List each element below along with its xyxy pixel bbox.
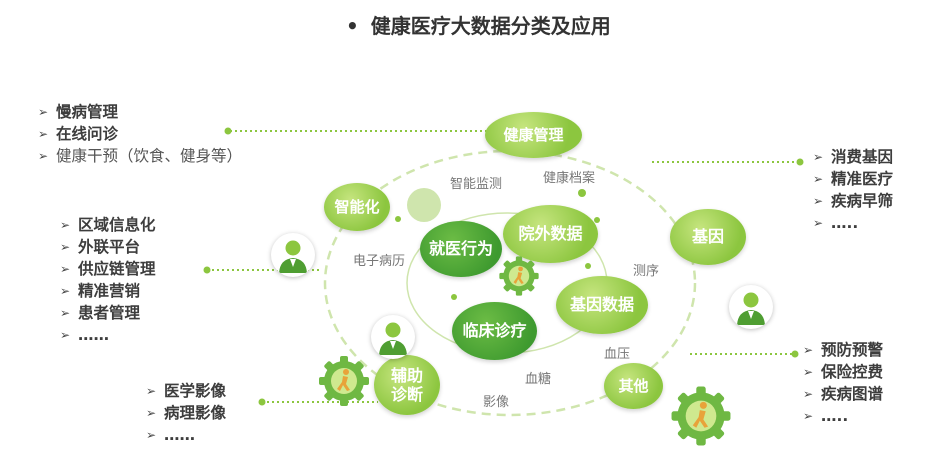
list-item: ➢ …… (146, 424, 226, 446)
connector-dot (796, 158, 804, 166)
node-gene-data: 基因数据 (556, 276, 648, 334)
list-item: ➢ 预防预警 (803, 339, 883, 361)
list-item: ➢ 慢病管理 (38, 101, 242, 123)
connector-dot (203, 266, 211, 274)
list-item-text: 病理影像 (164, 404, 227, 422)
list-item: ➢ ….. (803, 405, 883, 427)
list-item-text: 患者管理 (78, 304, 141, 322)
arrow-bullet-icon: ➢ (60, 240, 71, 254)
list-bottom-left: ➢ 医学影像 ➢ 病理影像 ➢ …… (146, 380, 226, 446)
arrow-bullet-icon: ➢ (803, 409, 814, 423)
list-item-text: …… (78, 326, 109, 344)
node-intelligent: 智能化 (324, 183, 390, 231)
arrow-bullet-icon: ➢ (38, 149, 49, 163)
gear-running-icon (319, 356, 369, 406)
list-item: ➢ 疾病图谱 (803, 383, 883, 405)
list-item-text: 外联平台 (78, 238, 141, 256)
label-health-record: 健康档案 (543, 171, 596, 186)
list-item: ➢ 在线问诊 (38, 123, 242, 145)
decor-dot (585, 263, 591, 269)
list-item: ➢ 病理影像 (146, 402, 226, 424)
list-item: ➢ …… (60, 324, 156, 346)
list-bottom-right: ➢ 预防预警 ➢ 保险控费 ➢ 疾病图谱 ➢ ….. (803, 339, 883, 427)
doctor-avatar-icon (371, 315, 415, 359)
list-item-text: 精准营销 (78, 282, 141, 300)
list-item-text: 慢病管理 (56, 103, 119, 121)
list-item-text: …… (164, 426, 195, 444)
list-item-text: 疾病早筛 (831, 192, 894, 210)
arrow-bullet-icon: ➢ (60, 284, 71, 298)
list-item-text: 疾病图谱 (821, 385, 884, 403)
gear-running-icon (499, 256, 539, 296)
doctor-avatar-icon (729, 285, 773, 329)
decor-dot (578, 189, 586, 197)
arrow-bullet-icon: ➢ (813, 172, 824, 186)
list-top-right: ➢ 消费基因 ➢ 精准医疗 ➢ 疾病早筛 ➢ ….. (813, 146, 893, 234)
list-item: ➢ 健康干预（饮食、健身等） (38, 145, 242, 167)
arrow-bullet-icon: ➢ (813, 150, 824, 164)
label-blood-sugar: 血糖 (525, 372, 552, 387)
doctor-avatar-icon (271, 233, 315, 277)
list-mid-left: ➢ 区域信息化 ➢ 外联平台 ➢ 供应链管理 ➢ 精准营销 ➢ 患者管理 ➢ …… (60, 214, 156, 346)
decor-circle (407, 188, 441, 222)
list-item: ➢ ….. (813, 212, 893, 234)
list-item: ➢ 医学影像 (146, 380, 226, 402)
node-medical-behavior: 就医行为 (420, 221, 502, 277)
gear-running-icon (671, 386, 731, 446)
arrow-bullet-icon: ➢ (60, 262, 71, 276)
label-imaging: 影像 (483, 395, 510, 410)
node-assist-diagnosis: 辅助 诊断 (374, 355, 440, 415)
list-item-text: 预防预警 (821, 341, 884, 359)
arrow-bullet-icon: ➢ (146, 406, 157, 420)
list-item: ➢ 外联平台 (60, 236, 156, 258)
arrow-bullet-icon: ➢ (60, 218, 71, 232)
node-health-management: 健康管理 (485, 112, 582, 158)
list-item-text: 健康干预（饮食、健身等） (56, 147, 243, 165)
arrow-bullet-icon: ➢ (38, 127, 49, 141)
list-item-text: ….. (821, 407, 849, 425)
list-item-text: ….. (831, 214, 859, 232)
list-item: ➢ 消费基因 (813, 146, 893, 168)
arrow-bullet-icon: ➢ (60, 328, 71, 342)
list-item: ➢ 区域信息化 (60, 214, 156, 236)
node-outside-data: 院外数据 (503, 205, 598, 263)
list-item: ➢ 精准营销 (60, 280, 156, 302)
list-item: ➢ 保险控费 (803, 361, 883, 383)
connector-dot (791, 350, 799, 358)
arrow-bullet-icon: ➢ (803, 387, 814, 401)
arrow-bullet-icon: ➢ (38, 105, 49, 119)
list-item: ➢ 供应链管理 (60, 258, 156, 280)
node-clinical: 临床诊疗 (452, 302, 537, 360)
label-emr: 电子病历 (353, 254, 406, 269)
node-genome: 基因 (670, 209, 746, 265)
list-top-left: ➢ 慢病管理 ➢ 在线问诊 ➢ 健康干预（饮食、健身等） (38, 101, 242, 167)
page-title: •健康医疗大数据分类及应用 (346, 14, 611, 38)
connector-dot (258, 398, 266, 406)
decor-dot (594, 217, 600, 223)
list-item-text: 医学影像 (164, 382, 227, 400)
arrow-bullet-icon: ➢ (803, 365, 814, 379)
arrow-bullet-icon: ➢ (60, 306, 71, 320)
arrow-bullet-icon: ➢ (146, 384, 157, 398)
list-item-text: 供应链管理 (78, 260, 156, 278)
list-item: ➢ 患者管理 (60, 302, 156, 324)
arrow-bullet-icon: ➢ (803, 343, 814, 357)
list-item-text: 精准医疗 (831, 170, 894, 188)
list-item: ➢ 精准医疗 (813, 168, 893, 190)
arrow-bullet-icon: ➢ (146, 428, 157, 442)
decor-dot (395, 216, 401, 222)
list-item-text: 消费基因 (831, 148, 894, 166)
label-smart-monitor: 智能监测 (450, 177, 503, 192)
node-other: 其他 (604, 363, 663, 409)
label-blood-pressure: 血压 (604, 347, 631, 362)
list-item: ➢ 疾病早筛 (813, 190, 893, 212)
list-item-text: 在线问诊 (56, 125, 119, 143)
connector-dot (224, 127, 232, 135)
label-sequencing: 测序 (633, 264, 660, 279)
arrow-bullet-icon: ➢ (813, 194, 824, 208)
list-item-text: 区域信息化 (78, 216, 156, 234)
decor-dot (451, 294, 457, 300)
list-item-text: 保险控费 (821, 363, 884, 381)
arrow-bullet-icon: ➢ (813, 216, 824, 230)
